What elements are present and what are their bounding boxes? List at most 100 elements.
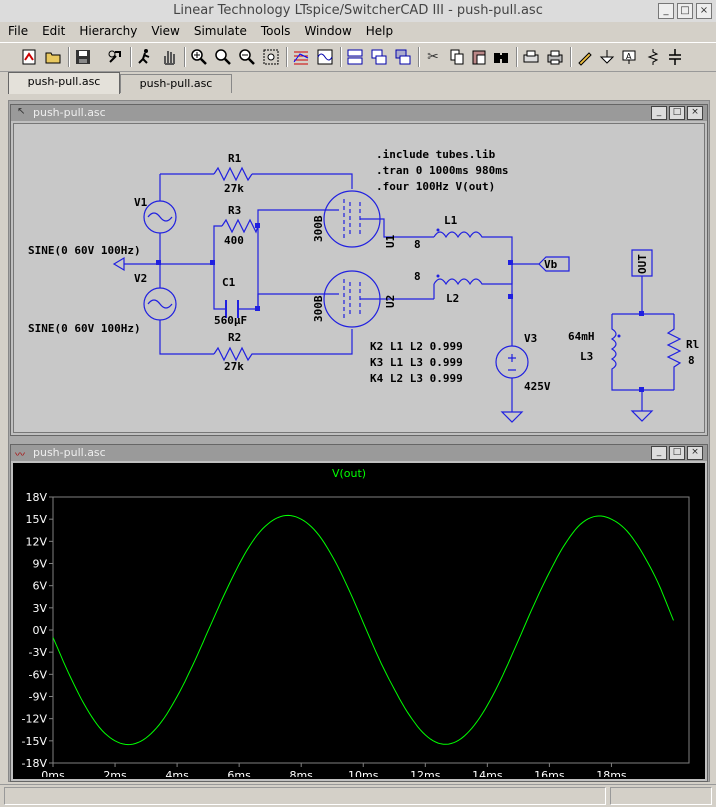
ground-icon[interactable] bbox=[596, 46, 618, 68]
schematic-window-title-bar[interactable]: ↖ push-pull.asc _ □ × bbox=[11, 105, 707, 121]
trace-v-out[interactable] bbox=[52, 514, 674, 746]
x-tick-label: 2ms bbox=[103, 769, 127, 777]
zoom-out-icon[interactable] bbox=[236, 46, 258, 68]
l3-label[interactable]: L3 bbox=[580, 350, 593, 363]
schematic-window[interactable]: ↖ push-pull.asc _ □ × bbox=[10, 104, 708, 436]
r3-label[interactable]: R3 bbox=[228, 204, 241, 217]
waveform-icon[interactable] bbox=[314, 46, 336, 68]
resistor-icon[interactable] bbox=[642, 46, 664, 68]
print-preview-icon[interactable] bbox=[520, 46, 542, 68]
v1-label[interactable]: V1 bbox=[134, 196, 148, 209]
u2-model[interactable]: 300B bbox=[312, 295, 325, 322]
control-panel-icon[interactable] bbox=[104, 46, 126, 68]
y-tick-label: 6V bbox=[32, 580, 47, 593]
tab-strip: push-pull.asc push-pull.asc bbox=[0, 70, 716, 94]
schematic-close-button[interactable]: × bbox=[687, 106, 703, 120]
minimize-button[interactable]: _ bbox=[658, 3, 674, 19]
l3-value[interactable]: 64mH bbox=[568, 330, 595, 343]
wire-icon[interactable] bbox=[574, 46, 596, 68]
save-icon[interactable] bbox=[72, 46, 94, 68]
waveform-close-button[interactable]: × bbox=[687, 446, 703, 460]
schematic-minimize-button[interactable]: _ bbox=[651, 106, 667, 120]
schematic-canvas[interactable]: .include tubes.lib .tran 0 1000ms 980ms … bbox=[13, 123, 705, 433]
autoscale-icon[interactable] bbox=[290, 46, 312, 68]
directive-include[interactable]: .include tubes.lib bbox=[376, 148, 496, 161]
l1-value[interactable]: 8 bbox=[414, 238, 421, 251]
waveform-minimize-button[interactable]: _ bbox=[651, 446, 667, 460]
svg-text:A: A bbox=[626, 52, 632, 61]
cut-icon[interactable]: ✂ bbox=[427, 49, 439, 65]
u2-label[interactable]: U2 bbox=[384, 295, 397, 308]
directive-tran[interactable]: .tran 0 1000ms 980ms bbox=[376, 164, 508, 177]
x-tick-label: 4ms bbox=[165, 769, 189, 777]
status-bar bbox=[0, 784, 716, 807]
run-icon[interactable] bbox=[134, 46, 156, 68]
c1-value[interactable]: 560µF bbox=[214, 314, 247, 327]
cascade-alt-icon[interactable] bbox=[392, 46, 414, 68]
halt-icon[interactable] bbox=[158, 46, 180, 68]
paste-icon[interactable] bbox=[468, 46, 490, 68]
rl-value[interactable]: 8 bbox=[688, 354, 695, 367]
title-bar[interactable]: Linear Technology LTspice/SwitcherCAD II… bbox=[0, 0, 716, 23]
menu-help[interactable]: Help bbox=[365, 24, 394, 38]
x-tick-label: 0ms bbox=[41, 769, 65, 777]
r3-value[interactable]: 400 bbox=[224, 234, 244, 247]
out-net-label[interactable]: OUT bbox=[636, 254, 649, 274]
maximize-button[interactable]: □ bbox=[677, 3, 693, 19]
coupling-k2[interactable]: K2 L1 L2 0.999 bbox=[370, 340, 463, 353]
copy-icon[interactable] bbox=[446, 46, 468, 68]
menu-hierarchy[interactable]: Hierarchy bbox=[79, 24, 138, 38]
waveform-maximize-button[interactable]: □ bbox=[669, 446, 685, 460]
r1-value[interactable]: 27k bbox=[224, 182, 244, 195]
zoom-in-icon[interactable] bbox=[188, 46, 210, 68]
v3-value[interactable]: 425V bbox=[524, 380, 551, 393]
v2-source-spec[interactable]: SINE(0 60V 100Hz) bbox=[28, 322, 141, 335]
menu-edit[interactable]: Edit bbox=[42, 24, 66, 38]
tab-push-pull-schematic[interactable]: push-pull.asc bbox=[8, 72, 120, 94]
close-button[interactable]: × bbox=[696, 3, 712, 19]
y-tick-label: 3V bbox=[32, 602, 47, 615]
menu-tools[interactable]: Tools bbox=[260, 24, 291, 38]
tab-push-pull-plot[interactable]: push-pull.asc bbox=[120, 74, 232, 93]
schematic-maximize-button[interactable]: □ bbox=[669, 106, 685, 120]
vb-net-label[interactable]: Vb bbox=[544, 258, 558, 271]
label-net-icon[interactable]: A bbox=[618, 46, 640, 68]
v3-label[interactable]: V3 bbox=[524, 332, 537, 345]
menu-file[interactable]: File bbox=[8, 24, 29, 38]
coupling-k3[interactable]: K3 L1 L3 0.999 bbox=[370, 356, 463, 369]
zoom-fit-icon[interactable] bbox=[260, 46, 282, 68]
plot-trace-title[interactable]: V(out) bbox=[332, 467, 366, 480]
menu-simulate[interactable]: Simulate bbox=[193, 24, 247, 38]
print-icon[interactable] bbox=[544, 46, 566, 68]
open-icon[interactable] bbox=[42, 46, 64, 68]
c1-label[interactable]: C1 bbox=[222, 276, 236, 289]
l2-label[interactable]: L2 bbox=[446, 292, 459, 305]
new-schematic-icon[interactable] bbox=[18, 46, 40, 68]
capacitor-icon[interactable] bbox=[664, 46, 686, 68]
v1-source-spec[interactable]: SINE(0 60V 100Hz) bbox=[28, 244, 141, 257]
zoom-area-icon[interactable] bbox=[212, 46, 234, 68]
y-tick-label: 15V bbox=[25, 513, 47, 526]
l1-label[interactable]: L1 bbox=[444, 214, 458, 227]
u1-model[interactable]: 300B bbox=[312, 215, 325, 242]
directive-four[interactable]: .four 100Hz V(out) bbox=[376, 180, 495, 193]
r2-value[interactable]: 27k bbox=[224, 360, 244, 373]
menu-view[interactable]: View bbox=[151, 24, 180, 38]
cascade-icon[interactable] bbox=[368, 46, 390, 68]
tile-icon[interactable] bbox=[344, 46, 366, 68]
find-icon[interactable] bbox=[490, 46, 512, 68]
rl-label[interactable]: Rl bbox=[686, 338, 699, 351]
u1-label[interactable]: U1 bbox=[384, 234, 397, 248]
waveform-window-title-bar[interactable]: 〰 push-pull.asc _ □ × bbox=[11, 445, 707, 461]
menu-window[interactable]: Window bbox=[304, 24, 352, 38]
v2-label[interactable]: V2 bbox=[134, 272, 147, 285]
l2-value[interactable]: 8 bbox=[414, 270, 421, 283]
status-message bbox=[4, 787, 606, 805]
coupling-k4[interactable]: K4 L2 L3 0.999 bbox=[370, 372, 463, 385]
r2-label[interactable]: R2 bbox=[228, 331, 241, 344]
x-tick-label: 14ms bbox=[472, 769, 503, 777]
r1-label[interactable]: R1 bbox=[228, 152, 242, 165]
